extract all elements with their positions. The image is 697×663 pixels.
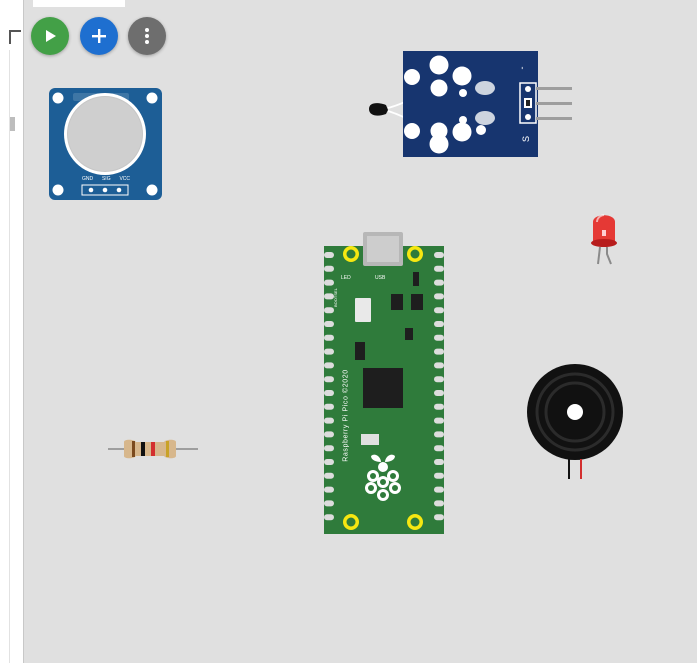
top-tab[interactable] bbox=[33, 0, 125, 7]
pico-pin[interactable] bbox=[434, 445, 444, 452]
pico-pin[interactable] bbox=[434, 431, 444, 438]
pico-pin[interactable] bbox=[434, 376, 444, 383]
pico-pin[interactable] bbox=[324, 514, 334, 521]
more-vert-icon bbox=[145, 28, 149, 44]
add-part-button[interactable] bbox=[80, 17, 118, 55]
pico-pin[interactable] bbox=[434, 279, 444, 286]
pico-pin[interactable] bbox=[434, 403, 444, 410]
pico-pin[interactable] bbox=[324, 252, 334, 258]
pico-pin[interactable] bbox=[324, 500, 334, 507]
plus-icon bbox=[92, 29, 106, 43]
pico-pin[interactable] bbox=[324, 376, 334, 383]
pico-pin[interactable] bbox=[324, 472, 334, 479]
pico-pin[interactable] bbox=[434, 293, 444, 300]
start-simulation-button[interactable] bbox=[31, 17, 69, 55]
pico-pin[interactable] bbox=[434, 459, 444, 465]
temperature-sensor-module[interactable]: - S bbox=[360, 50, 572, 165]
pico-pin[interactable] bbox=[324, 265, 334, 272]
pico-pin[interactable] bbox=[324, 390, 334, 396]
editor-gutter-line bbox=[9, 50, 10, 663]
temp-pin-minus-label: - bbox=[517, 66, 528, 70]
pico-pin[interactable] bbox=[324, 459, 334, 465]
editor-scrollbar[interactable] bbox=[10, 117, 15, 131]
pico-led-label: LED bbox=[341, 275, 351, 281]
temp-pin-s-label: S bbox=[521, 135, 532, 143]
raspberry-pi-pico[interactable]: LED USB BOOTSEL Raspberry Pi Pico ©2020 bbox=[321, 232, 447, 541]
pico-pin[interactable] bbox=[434, 486, 444, 493]
pico-pin[interactable] bbox=[434, 500, 444, 507]
pico-pin[interactable] bbox=[324, 307, 334, 314]
pico-pin[interactable] bbox=[434, 472, 444, 479]
pico-pin[interactable] bbox=[434, 252, 444, 258]
pico-pin[interactable] bbox=[324, 486, 334, 493]
pico-pin[interactable] bbox=[434, 348, 444, 355]
resistor[interactable] bbox=[108, 437, 198, 466]
pico-pin[interactable] bbox=[324, 348, 334, 355]
pico-pin[interactable] bbox=[324, 279, 334, 286]
pico-pin[interactable] bbox=[434, 307, 444, 314]
more-options-button[interactable] bbox=[128, 17, 166, 55]
pico-pin[interactable] bbox=[434, 417, 444, 424]
pico-usb-label: USB bbox=[375, 275, 386, 281]
pico-pin[interactable] bbox=[434, 265, 444, 272]
pico-pin[interactable] bbox=[434, 362, 444, 369]
pot-pin-sig-label: SIG bbox=[101, 176, 111, 182]
pot-pin-gnd-label: GND bbox=[82, 176, 94, 182]
pico-pin[interactable] bbox=[324, 334, 334, 341]
pico-pin[interactable] bbox=[434, 514, 444, 521]
pico-pin[interactable] bbox=[324, 417, 334, 424]
pico-bootsel-label: BOOTSEL bbox=[333, 288, 338, 307]
pot-pin-vcc-label: VCC bbox=[119, 176, 130, 182]
pico-pin[interactable] bbox=[324, 362, 334, 369]
pico-pin[interactable] bbox=[324, 321, 334, 327]
pico-pin[interactable] bbox=[324, 293, 334, 300]
play-icon bbox=[46, 30, 56, 42]
red-led[interactable] bbox=[588, 210, 620, 271]
pico-pin[interactable] bbox=[434, 334, 444, 341]
editor-corner-icon bbox=[9, 30, 21, 44]
code-editor-pane[interactable] bbox=[0, 0, 24, 663]
pico-pin[interactable] bbox=[324, 403, 334, 410]
potentiometer-module[interactable]: GND SIG VCC bbox=[49, 88, 163, 206]
pico-pin[interactable] bbox=[324, 445, 334, 452]
pico-pin[interactable] bbox=[324, 431, 334, 438]
piezo-buzzer[interactable] bbox=[526, 364, 626, 485]
pico-pin[interactable] bbox=[434, 390, 444, 396]
pico-pin[interactable] bbox=[434, 321, 444, 327]
pico-brand-label: Raspberry Pi Pico ©2020 bbox=[342, 369, 350, 462]
